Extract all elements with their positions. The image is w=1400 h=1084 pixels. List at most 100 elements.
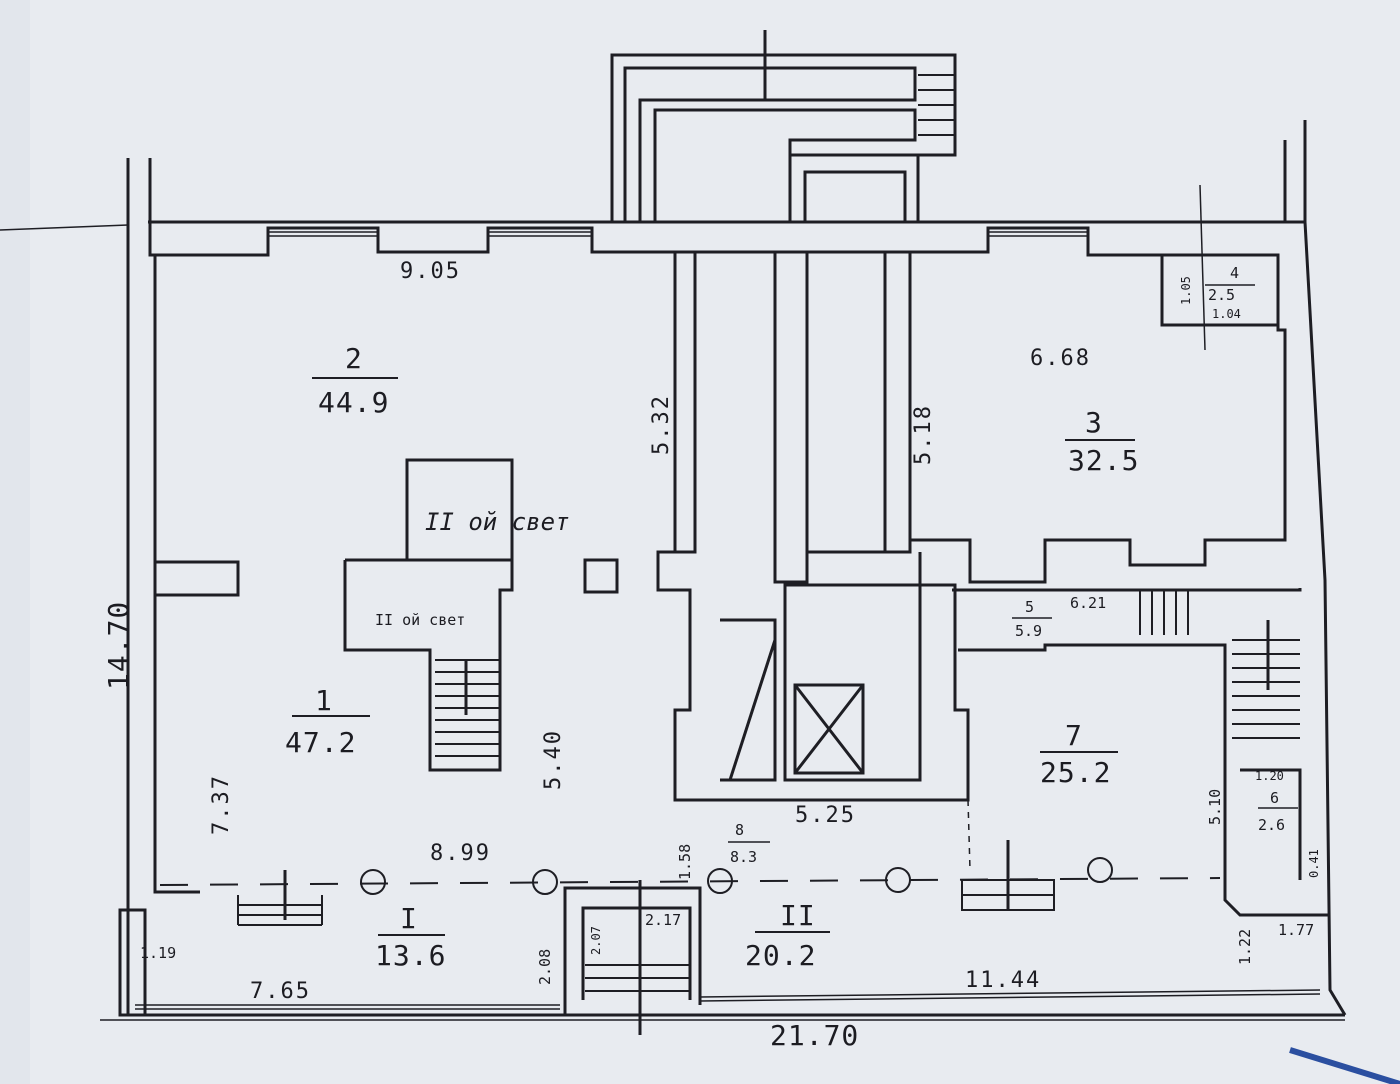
- svg-text:2.6: 2.6: [1258, 816, 1285, 834]
- overall-height-label: 14.70: [102, 601, 135, 690]
- dim-label: 1.22: [1236, 929, 1254, 965]
- column: [885, 867, 911, 893]
- dim-label: 5.32: [649, 394, 674, 455]
- svg-text:44.9: 44.9: [318, 386, 389, 419]
- room-6-label: 6 2.6: [1258, 789, 1298, 834]
- entrance-box: [563, 886, 702, 1015]
- dim-label: 1.19: [140, 944, 176, 962]
- svg-text:6: 6: [1270, 789, 1279, 807]
- stairs: [237, 30, 1300, 1035]
- svg-text:20.2: 20.2: [745, 939, 816, 972]
- dim-label: 2.08: [536, 949, 554, 985]
- dim-label: 5.40: [541, 729, 566, 790]
- dim-label: 11.44: [965, 968, 1041, 993]
- svg-text:5.9: 5.9: [1015, 622, 1042, 640]
- dim-label: 1.58: [676, 844, 694, 880]
- svg-text:7: 7: [1065, 719, 1083, 752]
- svg-text:2.5: 2.5: [1208, 286, 1235, 304]
- elevator-cross-2: [793, 684, 865, 774]
- overall-width-label: 21.70: [770, 1019, 859, 1052]
- central-core: [656, 550, 970, 802]
- room-7-label: 7 25.2: [1040, 719, 1118, 789]
- stair-room5: [1139, 590, 1189, 635]
- dim-label: 5.18: [911, 404, 936, 465]
- dim-label: 2.07: [589, 926, 603, 955]
- svg-text:1: 1: [315, 684, 333, 717]
- wall-top-inner: [155, 226, 1175, 257]
- stair-bottom-right: [961, 840, 1055, 911]
- stair-entrance: [585, 880, 690, 1035]
- svg-text:2: 2: [345, 342, 363, 375]
- room-6-wall: [1240, 768, 1302, 880]
- dimension-lines: [0, 184, 1345, 1021]
- stair-top: [763, 30, 955, 136]
- dim-label: 1.04: [1212, 307, 1241, 321]
- walls: [118, 53, 1347, 1017]
- wall-right-outer: [1303, 221, 1347, 1016]
- entrance-inner: [581, 906, 692, 1000]
- room-8-label: 8 8.3: [728, 821, 770, 866]
- dim-label: 2.17: [645, 911, 681, 929]
- dim-label: 5.25: [795, 803, 856, 828]
- dim-label: 6.68: [1030, 346, 1091, 371]
- dim-label: 1.05: [1179, 276, 1193, 305]
- niche-left: [155, 560, 240, 597]
- elevator-block: [783, 583, 922, 782]
- central-shaft-right: [883, 250, 912, 554]
- wall-right: [1283, 120, 1307, 224]
- room-5-wall: [952, 588, 1302, 592]
- dim-label: 1.77: [1278, 921, 1314, 939]
- central-shaft-left: [673, 250, 697, 554]
- room-1-label: 1 47.2: [285, 684, 370, 759]
- elevator-shaft: [793, 683, 865, 775]
- vestibule-left: [118, 908, 147, 1017]
- column: [1087, 857, 1113, 883]
- top-projection-box-outer: [788, 153, 920, 224]
- column-square: [583, 558, 619, 594]
- second-light-lower: [343, 558, 514, 772]
- wall-right-inner: [908, 252, 1287, 584]
- dim-label: 0.41: [1307, 849, 1321, 878]
- windows: [135, 231, 1321, 1010]
- room-3-label: 3 32.5: [1065, 406, 1139, 477]
- svg-text:I: I: [400, 902, 418, 935]
- core-stair-diagonal: [728, 639, 777, 781]
- dim-label: 6.21: [1070, 594, 1106, 612]
- paper-sheet: [30, 0, 1400, 1084]
- svg-text:13.6: 13.6: [375, 939, 446, 972]
- core-stair: [720, 618, 777, 782]
- top-projection-mid: [623, 66, 917, 222]
- dim-label: 9.05: [400, 259, 461, 284]
- svg-text:3: 3: [1085, 406, 1103, 439]
- dim-label: 7.37: [209, 774, 234, 835]
- column: [707, 868, 733, 894]
- room-7-wall: [958, 643, 1328, 917]
- central-shaft-mid: [773, 250, 809, 584]
- svg-text:8: 8: [735, 821, 744, 839]
- stair-bottom-left: [237, 870, 323, 926]
- dim-label: 7.65: [250, 979, 311, 1004]
- column-axis: [159, 857, 1221, 895]
- dim-label: 5.10: [1206, 789, 1224, 825]
- svg-text:8.3: 8.3: [730, 848, 757, 866]
- room-2-label: 2 44.9: [312, 342, 398, 419]
- room-I-label: I 13.6: [375, 902, 446, 972]
- svg-text:II: II: [780, 899, 816, 932]
- room-II-label: II 20.2: [745, 899, 830, 972]
- room-4-box: [1160, 253, 1280, 327]
- column: [532, 869, 558, 895]
- room-4-label: 4 2.5: [1205, 264, 1255, 304]
- svg-text:4: 4: [1230, 264, 1239, 282]
- blue-margin-line: [1289, 1047, 1400, 1084]
- svg-text:47.2: 47.2: [285, 726, 356, 759]
- svg-text:25.2: 25.2: [1040, 756, 1111, 789]
- svg-text:32.5: 32.5: [1068, 444, 1139, 477]
- dim-label: 1.20: [1255, 769, 1284, 783]
- dimension-labels: 9.05 6.68 5.32 5.18 1.05 1.04 6.21 5.40 …: [140, 259, 1321, 1004]
- stair-left: [435, 659, 500, 757]
- second-light-label-lower: II ой свет: [375, 611, 465, 629]
- second-light-label-upper: II ой свет: [425, 508, 570, 536]
- room-5-label: 5 5.9: [1012, 598, 1052, 640]
- dim-label: 8.99: [430, 841, 491, 866]
